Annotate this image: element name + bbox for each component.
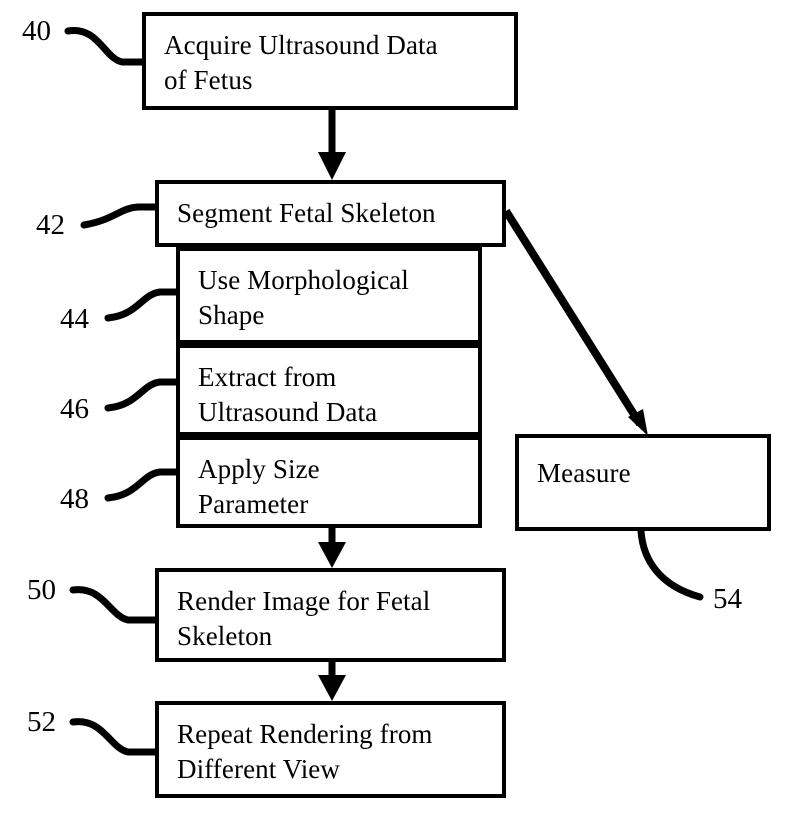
box-measure-label: Measure <box>537 458 631 488</box>
box-render-label: Render Image for Fetal Skeleton <box>177 586 431 652</box>
box-extract-from-ultrasound-data: Extract from Ultrasound Data <box>176 344 482 436</box>
refnum-52: 52 <box>27 706 56 738</box>
box-segment-fetal-skeleton: Segment Fetal Skeleton <box>155 180 506 247</box>
box-segment-label: Segment Fetal Skeleton <box>177 197 436 228</box>
arrow-segment-to-measure <box>502 208 648 436</box>
refnum-48: 48 <box>60 483 89 515</box>
refnum-54: 54 <box>713 583 742 615</box>
box-repeat-label: Repeat Rendering from Different View <box>177 719 433 785</box>
box-measure: Measure <box>515 434 771 531</box>
leader-line-42 <box>80 203 159 229</box>
refnum-50: 50 <box>27 574 56 606</box>
arrow-size-to-render <box>318 528 346 568</box>
box-size-parameter-label: Apply Size Parameter <box>198 454 320 520</box>
box-acquire-ultrasound-data: Acquire Ultrasound Data of Fetus <box>142 12 518 110</box>
leader-line-48 <box>104 468 180 502</box>
leader-line-40 <box>64 27 146 66</box>
arrow-acquire-to-segment <box>318 110 346 180</box>
box-use-morphological-shape: Use Morphological Shape <box>176 247 482 344</box>
box-extract-label: Extract from Ultrasound Data <box>198 362 378 428</box>
leader-line-46 <box>104 378 180 412</box>
box-apply-size-parameter: Apply Size Parameter <box>176 436 482 528</box>
box-morphological-label: Use Morphological Shape <box>198 265 409 331</box>
box-acquire-label: Acquire Ultrasound Data of Fetus <box>164 30 438 96</box>
box-repeat-rendering-different-view: Repeat Rendering from Different View <box>155 701 506 798</box>
leader-line-44 <box>104 288 180 322</box>
arrow-render-to-repeat <box>318 662 346 701</box>
refnum-44: 44 <box>60 303 89 335</box>
refnum-42: 42 <box>36 209 65 241</box>
leader-line-52 <box>69 718 159 756</box>
leader-line-50 <box>69 586 159 624</box>
refnum-40: 40 <box>22 15 51 47</box>
leader-line-54 <box>637 527 704 601</box>
box-render-image-for-fetal-skeleton: Render Image for Fetal Skeleton <box>155 568 506 662</box>
refnum-46: 46 <box>60 393 89 425</box>
